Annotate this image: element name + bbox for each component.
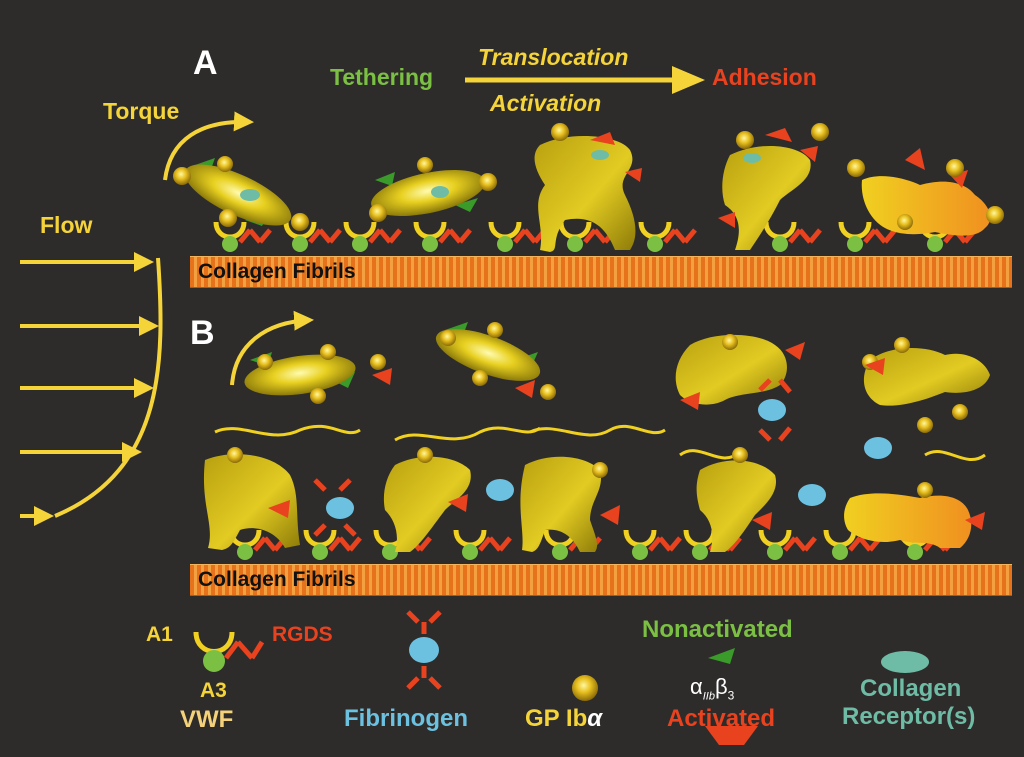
legend-vwf: VWF xyxy=(180,706,234,733)
panel-label-b: B xyxy=(190,314,215,352)
label-activation: Activation xyxy=(490,90,602,116)
platelets-b-upper xyxy=(244,322,990,406)
torque-arrow-b xyxy=(230,310,314,386)
torque-arrow-a xyxy=(163,111,254,181)
label-tethering: Tethering xyxy=(330,64,434,90)
fibril-label-b: Collagen Fibrils xyxy=(198,568,356,591)
collagen-fibril-a xyxy=(190,256,1012,288)
panel-label-a: A xyxy=(193,44,218,82)
platelet-activation-2 xyxy=(718,123,829,250)
label-adhesion: Adhesion xyxy=(712,64,817,90)
legend-gp-ib-icon xyxy=(572,675,598,701)
legend-collagen-receptor-line1: Collagen xyxy=(860,675,962,702)
legend-a3: A3 xyxy=(200,679,227,702)
process-arrowhead xyxy=(672,66,705,94)
activated-receptors-b xyxy=(268,342,985,530)
vwf-row-a xyxy=(213,221,977,252)
legend-activated: Activated xyxy=(667,705,776,732)
label-flow: Flow xyxy=(40,212,93,238)
legend-nonactivated: Nonactivated xyxy=(642,616,793,643)
legend-nonactivated-icon xyxy=(708,648,735,664)
legend-gp-ib: GP Ibα xyxy=(525,707,602,731)
platelet-tethering xyxy=(173,156,309,231)
panel-b-surface xyxy=(203,322,990,560)
integrin-sub-3: 3 xyxy=(727,688,735,703)
platelets-b-lower xyxy=(203,454,972,552)
integrin-alpha: α xyxy=(690,674,703,699)
integrin-sub-iib: IIb xyxy=(702,690,715,703)
flow-profile xyxy=(20,252,163,526)
legend-activated-icon xyxy=(705,726,758,745)
legend-gp-ib-text: GP Ib xyxy=(525,705,588,732)
legend-vwf-icon xyxy=(193,631,265,672)
label-torque: Torque xyxy=(103,98,180,124)
legend-collagen-receptor-icon xyxy=(881,651,929,673)
panel-a-surface xyxy=(173,123,1004,252)
integrin-beta: β xyxy=(714,674,728,699)
platelet-adhesion xyxy=(847,148,1004,236)
label-translocation: Translocation xyxy=(478,44,629,70)
collagen-fibril-b xyxy=(190,564,1012,596)
legend-a1: A1 xyxy=(146,623,173,646)
fibril-label-a: Collagen Fibrils xyxy=(198,260,356,283)
fibrinogen-bridges xyxy=(313,378,892,537)
platelet-activation-1 xyxy=(534,123,642,252)
platelet-translocation xyxy=(369,157,497,222)
legend-gp-ib-greek: α xyxy=(587,705,603,732)
gp-ib-dots-b xyxy=(227,322,968,498)
legend-fibrinogen-icon xyxy=(406,610,442,690)
legend-integrin: αIIbβ3 xyxy=(690,676,734,702)
legend-collagen-receptor-line2: Receptor(s) xyxy=(842,703,976,730)
legend-fibrinogen: Fibrinogen xyxy=(344,705,468,732)
legend-rgds: RGDS xyxy=(272,623,333,646)
